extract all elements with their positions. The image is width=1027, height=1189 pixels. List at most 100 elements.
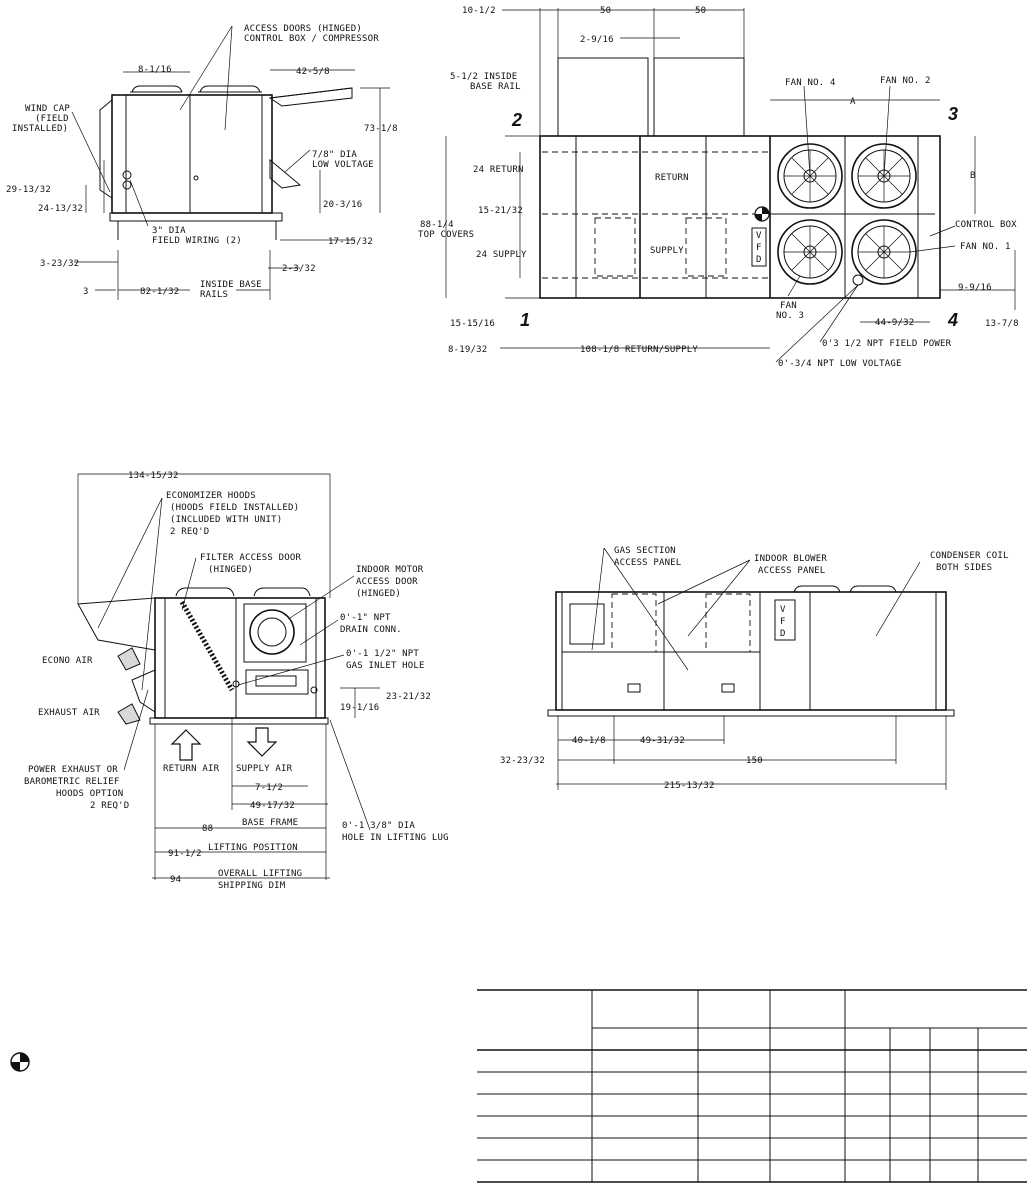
vfd-f: F: [756, 243, 762, 253]
dim-19-1-16: 19-1/16: [340, 703, 379, 713]
dim-49-17-32: 49-17/32: [250, 801, 295, 811]
dim-8-19-32: 8-19/32: [448, 345, 487, 355]
label-base-frame: BASE FRAME: [242, 818, 298, 828]
dim-29-13-32: 29-13/32: [6, 185, 51, 195]
label-overall-lifting: OVERALL LIFTING: [218, 869, 302, 879]
label-fan-3-no: NO. 3: [776, 311, 804, 321]
dim-23-21-32: 23-21/32: [386, 692, 431, 702]
label-2-reqd: 2 REQ'D: [170, 527, 209, 537]
label-barometric-relief: BAROMETRIC RELIEF: [24, 777, 120, 787]
corner-4: 4: [947, 310, 958, 330]
label-low-voltage-dia: 7/8" DIA: [312, 150, 357, 160]
label-drain-conn: DRAIN CONN.: [340, 625, 402, 635]
dim-13-7-8: 13-7/8: [985, 319, 1019, 329]
label-lug-dia: 0'-1 3/8" DIA: [342, 821, 415, 831]
label-return-air: RETURN AIR: [163, 764, 220, 774]
dim-88: 88: [202, 824, 213, 834]
label-b: B: [970, 171, 976, 181]
dim-73-1-8: 73-1/8: [364, 124, 398, 134]
label-power-2-reqd: 2 REQ'D: [90, 801, 129, 811]
label-field-power: 0'3 1/2 NPT FIELD POWER: [822, 339, 952, 349]
label-filter-access-door: FILTER ACCESS DOOR: [200, 553, 302, 563]
label-indoor-blower: INDOOR BLOWER: [754, 554, 827, 564]
end-cabinet: [154, 597, 326, 719]
label-indoor-motor: INDOOR MOTOR: [356, 565, 424, 575]
econo-air-arrow: [117, 647, 141, 671]
supply-air-arrow: [246, 727, 278, 757]
label-wind-cap: WIND CAP: [25, 104, 70, 114]
label-economizer-hoods: ECONOMIZER HOODS: [166, 491, 256, 501]
label-base-rail: BASE RAIL: [470, 82, 521, 92]
label-gas-access-panel: ACCESS PANEL: [614, 558, 681, 568]
dim-17-15-32: 17-15/32: [328, 237, 373, 247]
vfd-v: V: [756, 231, 762, 241]
label-access-doors: ACCESS DOORS (HINGED): [244, 24, 362, 34]
label-drain-npt: 0'-1" NPT: [340, 613, 391, 623]
dim-215-13-32: 215-13/32: [664, 781, 715, 791]
label-condenser-coil: CONDENSER COIL: [930, 551, 1009, 561]
front-vfd-v: V: [780, 605, 786, 615]
front-vfd-d: D: [780, 629, 786, 639]
plan-outline: [539, 135, 941, 299]
label-exhaust-air: EXHAUST AIR: [38, 708, 100, 718]
dim-150: 150: [746, 756, 763, 766]
fan-1: [851, 219, 917, 285]
label-low-voltage: LOW VOLTAGE: [312, 160, 374, 170]
dim-91-1-2: 91-1/2: [168, 849, 202, 859]
label-included-with-unit: (INCLUDED WITH UNIT): [170, 515, 282, 525]
return-air-arrow: [170, 729, 202, 761]
label-rails: RAILS: [200, 290, 228, 300]
label-gas-npt: 0'-1 1/2" NPT: [346, 649, 419, 659]
label-motor-hinged: (HINGED): [356, 589, 401, 599]
center-of-gravity-legend-icon: [10, 1052, 30, 1072]
front-cabinet: [555, 591, 947, 711]
label-field-wiring-dia: 3" DIA: [152, 226, 186, 236]
label-econo-air: ECONO AIR: [42, 656, 93, 666]
label-access-door: ACCESS DOOR: [356, 577, 418, 587]
dim-32-23-32: 32-23/32: [500, 756, 545, 766]
label-fan-3: FAN: [780, 301, 797, 311]
label-inside-base: INSIDE BASE: [200, 280, 262, 290]
dim-82-1-32: 82-1/32: [140, 287, 179, 297]
corner-1: 1: [520, 310, 530, 330]
label-control-box-compressor: CONTROL BOX / COMPRESSOR: [244, 34, 379, 44]
front-view: GAS SECTION ACCESS PANEL INDOOR BLOWER A…: [500, 546, 1009, 791]
dim-3: 3: [83, 287, 89, 297]
label-control-box: CONTROL BOX: [955, 220, 1017, 230]
label-fan-1: FAN NO. 1: [960, 242, 1011, 252]
dim-42-5-8: 42-5/8: [296, 67, 330, 77]
dim-50-a: 50: [600, 6, 611, 16]
label-hoods-field-installed: (HOODS FIELD INSTALLED): [170, 503, 299, 513]
fan-3: [777, 219, 843, 285]
front-vfd-f: F: [780, 617, 786, 627]
dim-44-9-32: 44-9/32: [875, 318, 914, 328]
label-lifting-lug: HOLE IN LIFTING LUG: [342, 833, 449, 843]
dim-24-return: 24 RETURN: [473, 165, 524, 175]
label-wind-cap-3: INSTALLED): [12, 124, 68, 134]
dim-134-15-32: 134-15/32: [128, 471, 179, 481]
dim-108-1-8: 108-1/8 RETURN/SUPPLY: [580, 345, 698, 355]
dim-2-3-32: 2-3/32: [282, 264, 316, 274]
dim-7-1-2: 7-1/2: [255, 783, 283, 793]
dim-94: 94: [170, 875, 181, 885]
label-supply-air: SUPPLY AIR: [236, 764, 293, 774]
vfd-box: [751, 227, 767, 267]
label-low-voltage-npt: 0'-3/4 NPT LOW VOLTAGE: [778, 359, 902, 369]
blower-wheel: [249, 609, 295, 655]
label-power-exhaust: POWER EXHAUST OR: [28, 765, 118, 775]
label-return: RETURN: [655, 173, 689, 183]
plan-view: 10-1/2 50 50 2-9/16 5-1/2 INSIDE BASE RA…: [418, 6, 1019, 369]
weights-table: [477, 989, 1027, 1183]
dim-20-3-16: 20-3/16: [323, 200, 362, 210]
dim-10-1-2: 10-1/2: [462, 6, 496, 16]
dim-50-b: 50: [695, 6, 706, 16]
label-inside-base-rail: 5-1/2 INSIDE: [450, 72, 517, 82]
dim-9-9-16: 9-9/16: [958, 283, 992, 293]
top-cover-1: [557, 57, 649, 137]
corner-2: 2: [511, 110, 522, 130]
side-view: ACCESS DOORS (HINGED) CONTROL BOX / COMP…: [6, 24, 398, 300]
label-fan-2: FAN NO. 2: [880, 76, 931, 86]
dim-24-13-32: 24-13/32: [38, 204, 83, 214]
exhaust-air-arrow: [117, 703, 141, 725]
